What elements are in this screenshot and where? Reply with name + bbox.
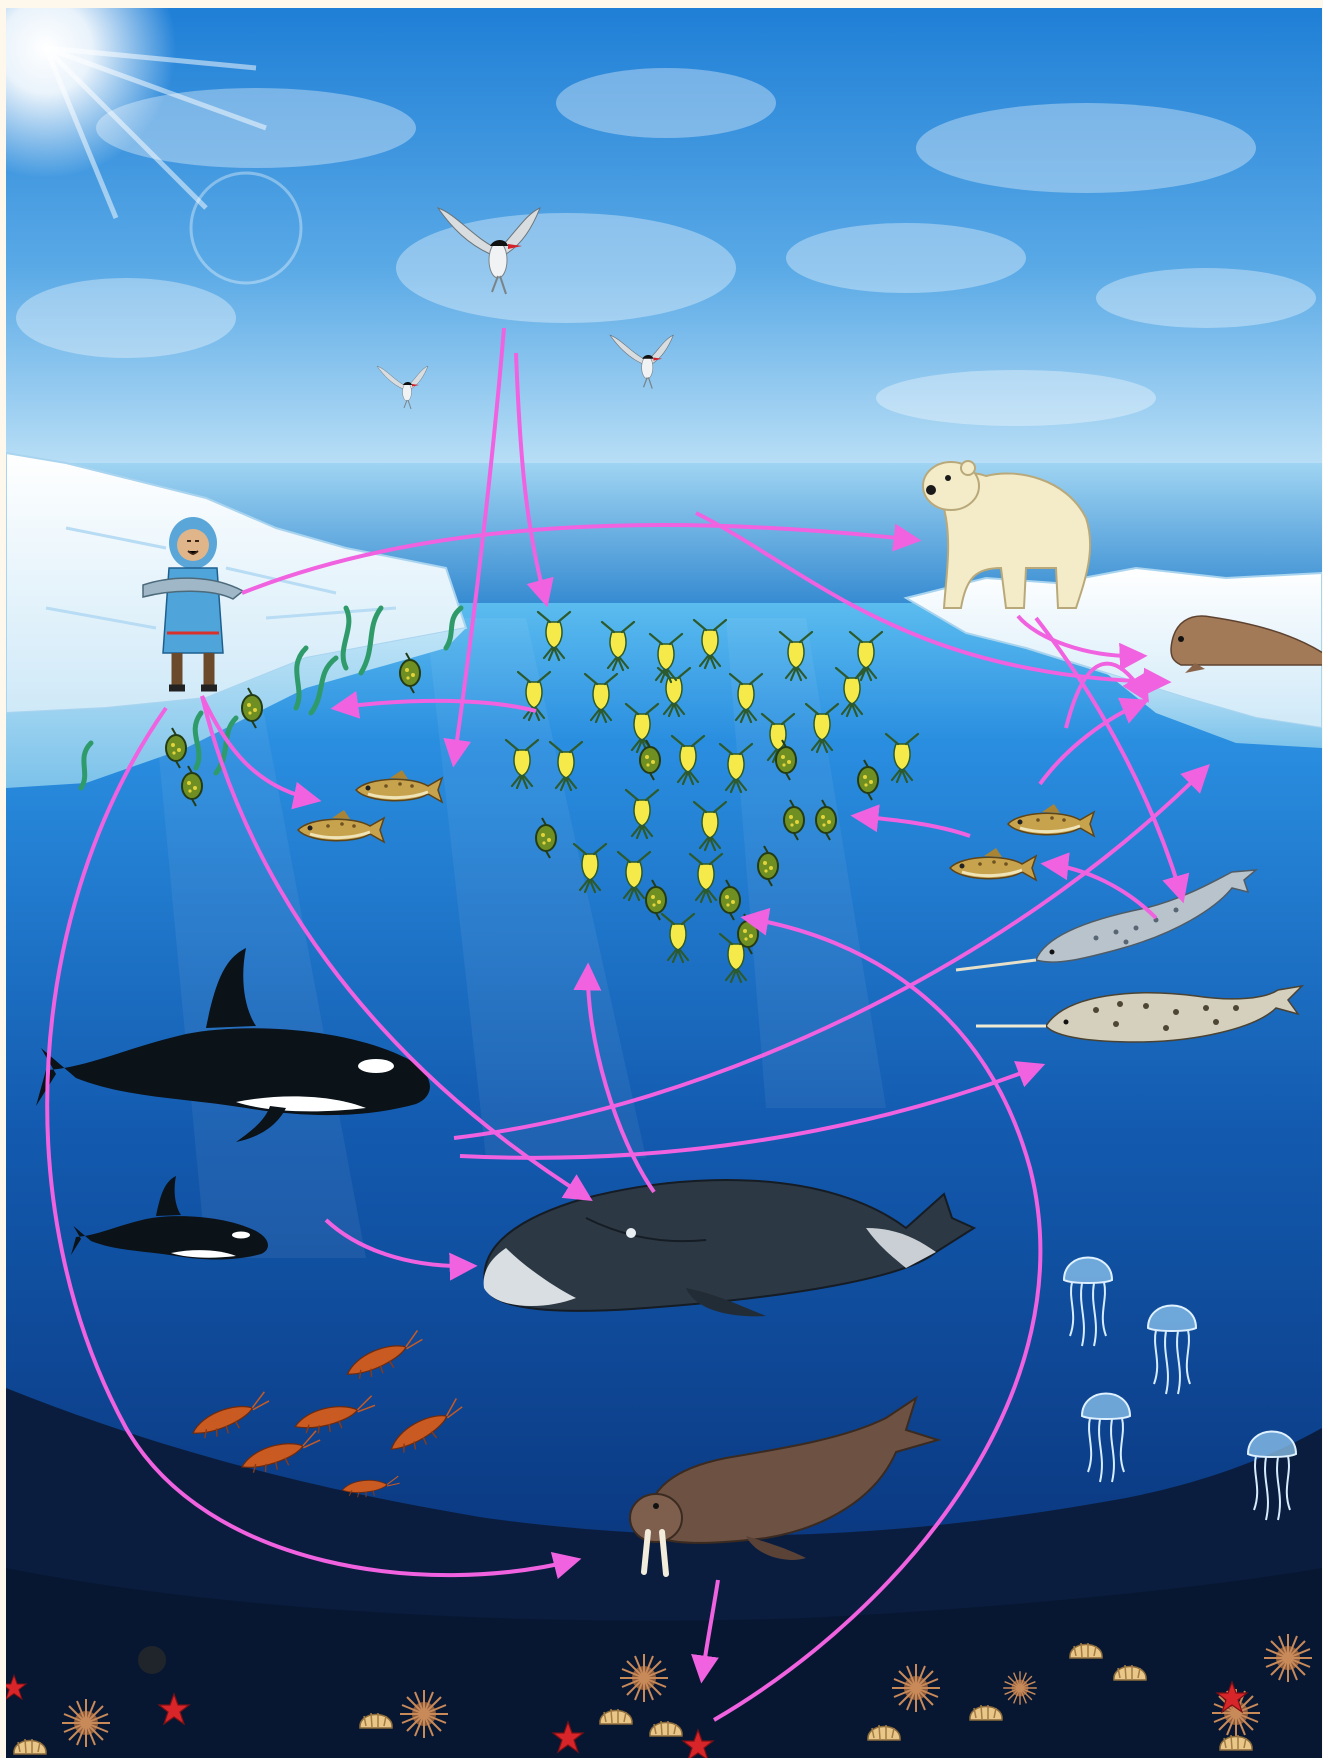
arctic-food-web-scene [6, 8, 1322, 1758]
food-web-frame [6, 8, 1322, 1758]
